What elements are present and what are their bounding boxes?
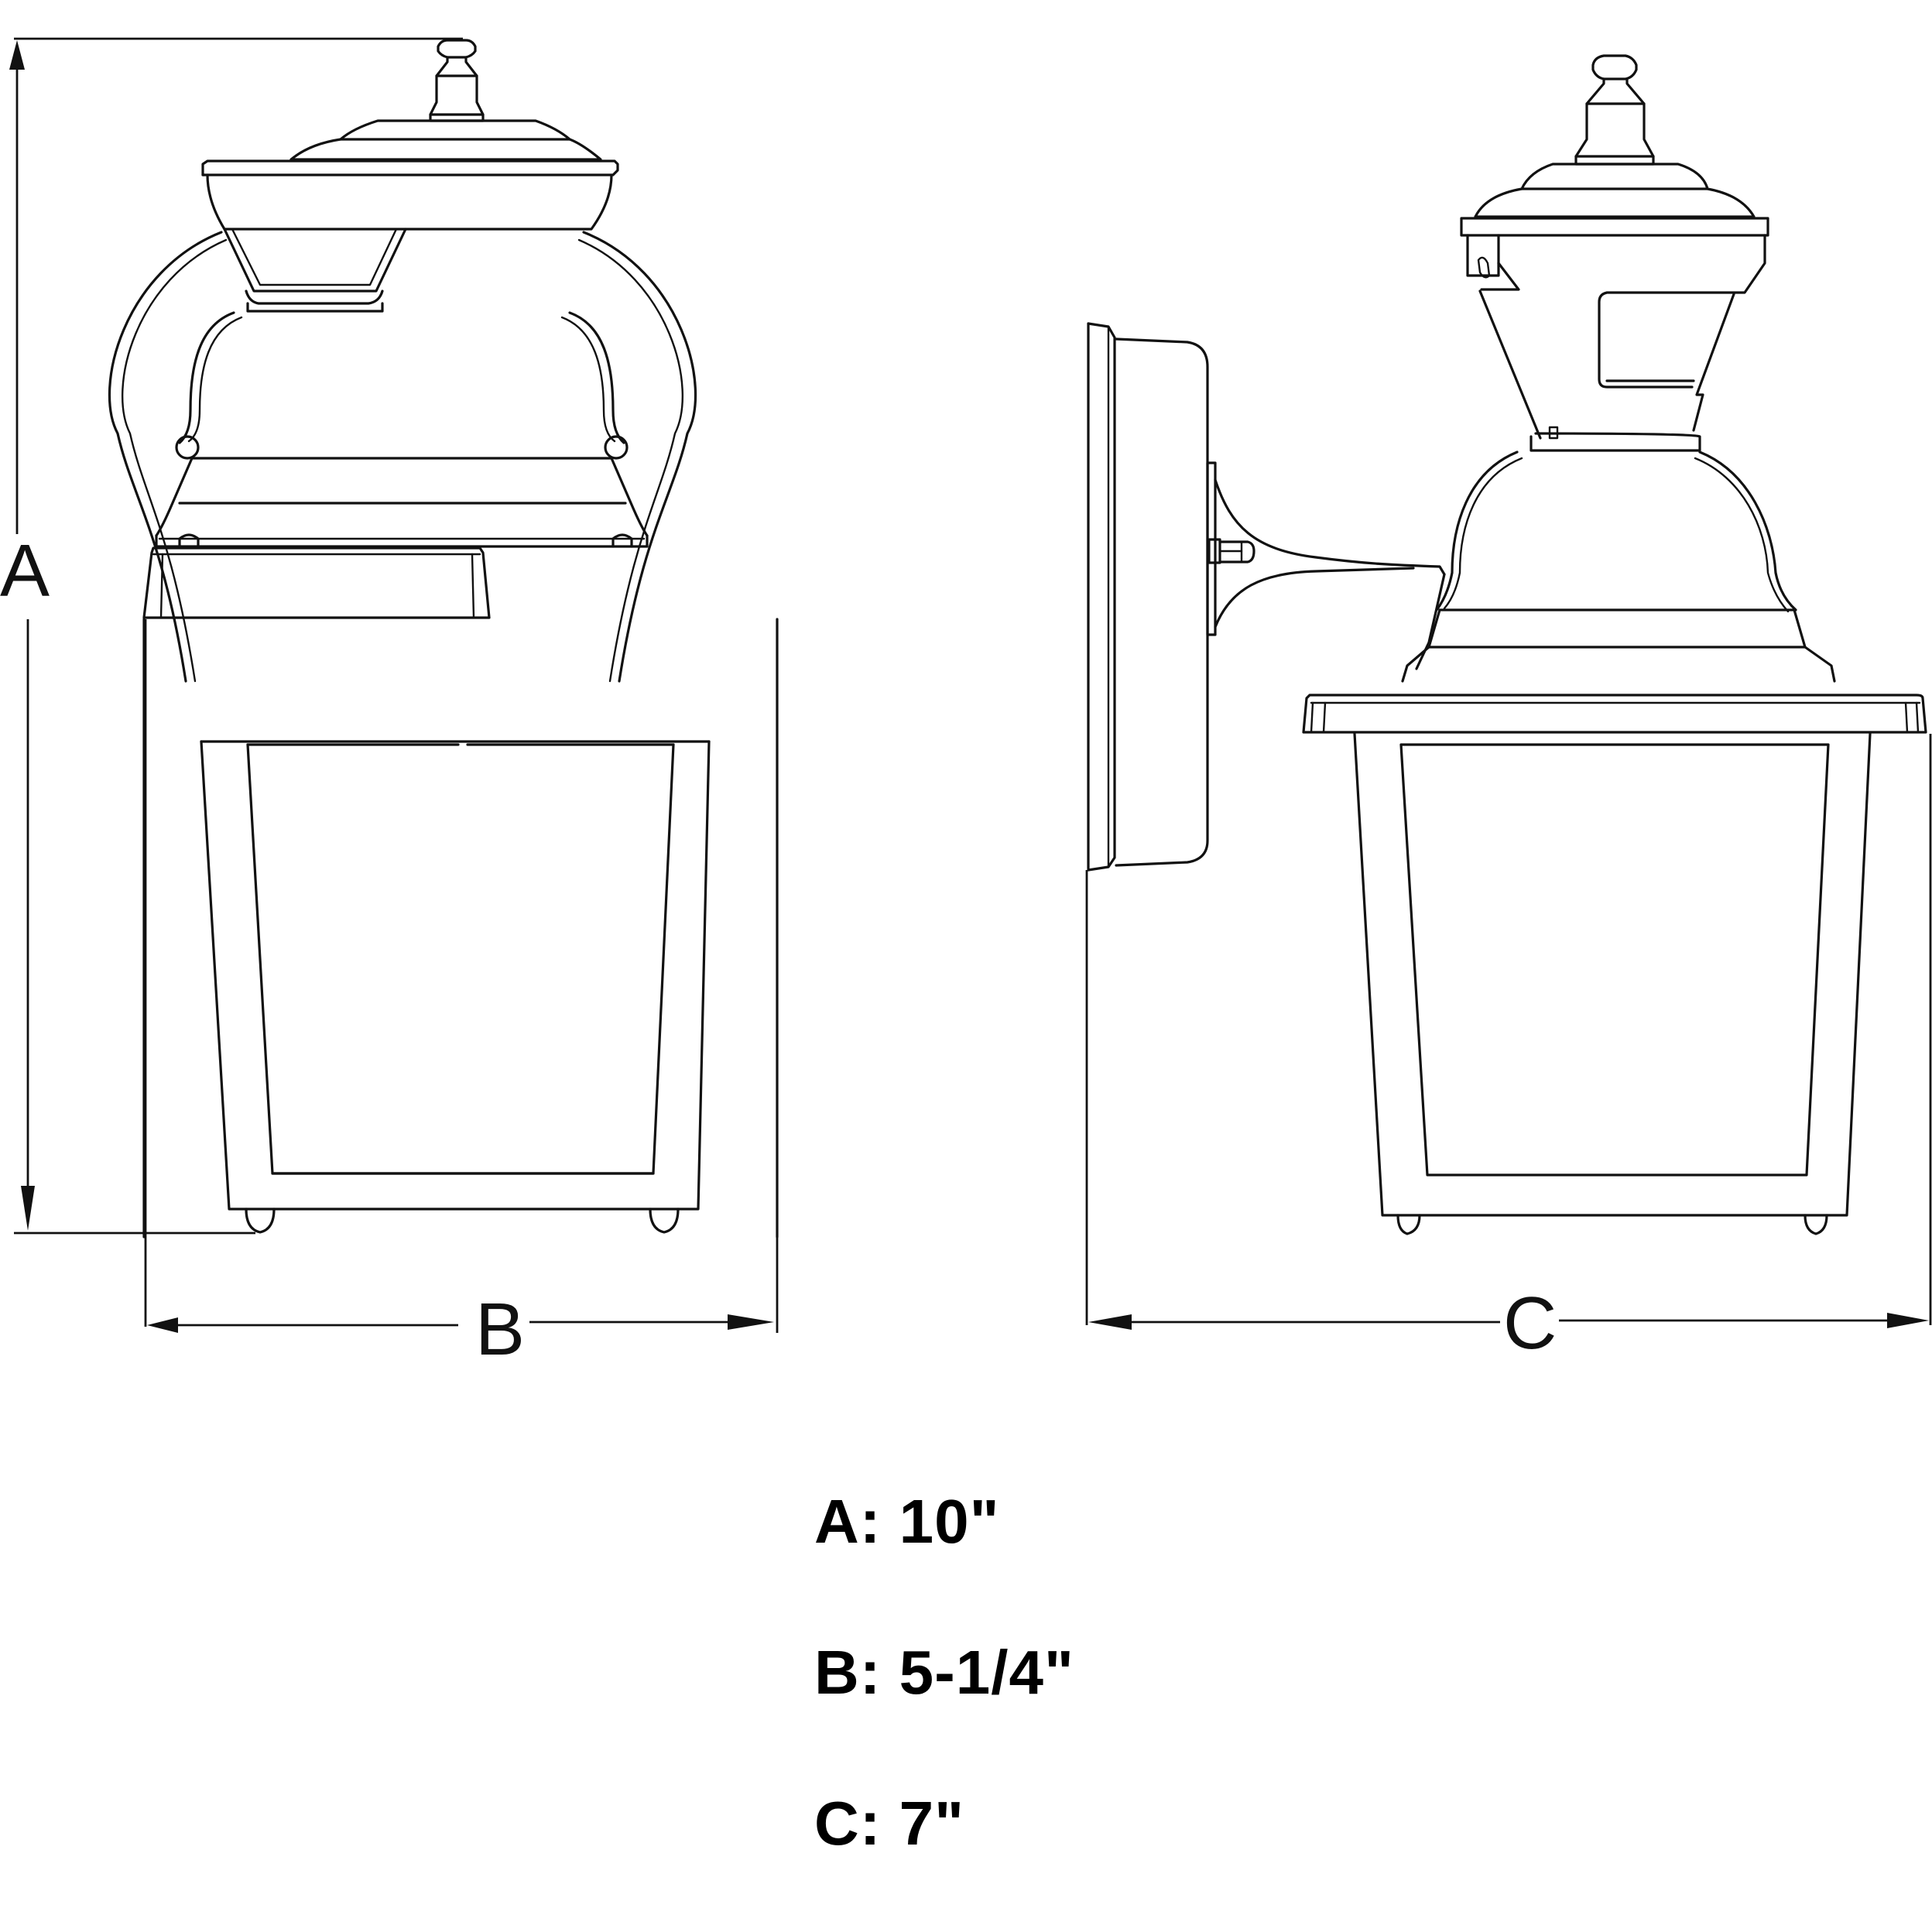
dimension-a: A bbox=[0, 37, 463, 1235]
legend-key-b: B: bbox=[814, 1638, 882, 1707]
chimney bbox=[223, 228, 407, 313]
lantern-feet bbox=[245, 1208, 680, 1234]
front-view bbox=[108, 39, 779, 1238]
side-finial bbox=[1574, 54, 1655, 166]
dimension-b: B bbox=[144, 619, 779, 1371]
top-cap bbox=[201, 119, 619, 231]
side-lantern-frame bbox=[1302, 694, 1927, 1217]
side-bell bbox=[1401, 426, 1836, 683]
arm-screws bbox=[178, 533, 633, 548]
bell-housing bbox=[155, 311, 649, 548]
legend-item-b: B: 5-1/4" bbox=[814, 1637, 1074, 1708]
legend-value-a: 10" bbox=[899, 1487, 1000, 1556]
legend-item-a: A: 10" bbox=[814, 1486, 1000, 1557]
legend-value-b: 5-1/4" bbox=[899, 1638, 1074, 1707]
side-socket-housing bbox=[1466, 234, 1766, 440]
side-top-cap bbox=[1460, 163, 1769, 237]
dimension-label-c: C bbox=[1503, 1282, 1557, 1365]
side-view bbox=[1087, 54, 1927, 1235]
legend-key-c: C: bbox=[814, 1789, 882, 1858]
dimension-label-b: B bbox=[475, 1288, 525, 1371]
legend-key-a: A: bbox=[814, 1487, 882, 1556]
dimension-label-a: A bbox=[0, 529, 50, 612]
side-arm bbox=[1214, 478, 1446, 670]
finial bbox=[429, 39, 485, 122]
lantern-frame bbox=[142, 546, 779, 1238]
dimension-c: C bbox=[1085, 734, 1932, 1365]
legend-item-c: C: 7" bbox=[814, 1788, 964, 1859]
legend-value-c: 7" bbox=[899, 1789, 965, 1858]
wall-backplate bbox=[1087, 322, 1255, 872]
side-lantern-feet bbox=[1396, 1214, 1828, 1235]
